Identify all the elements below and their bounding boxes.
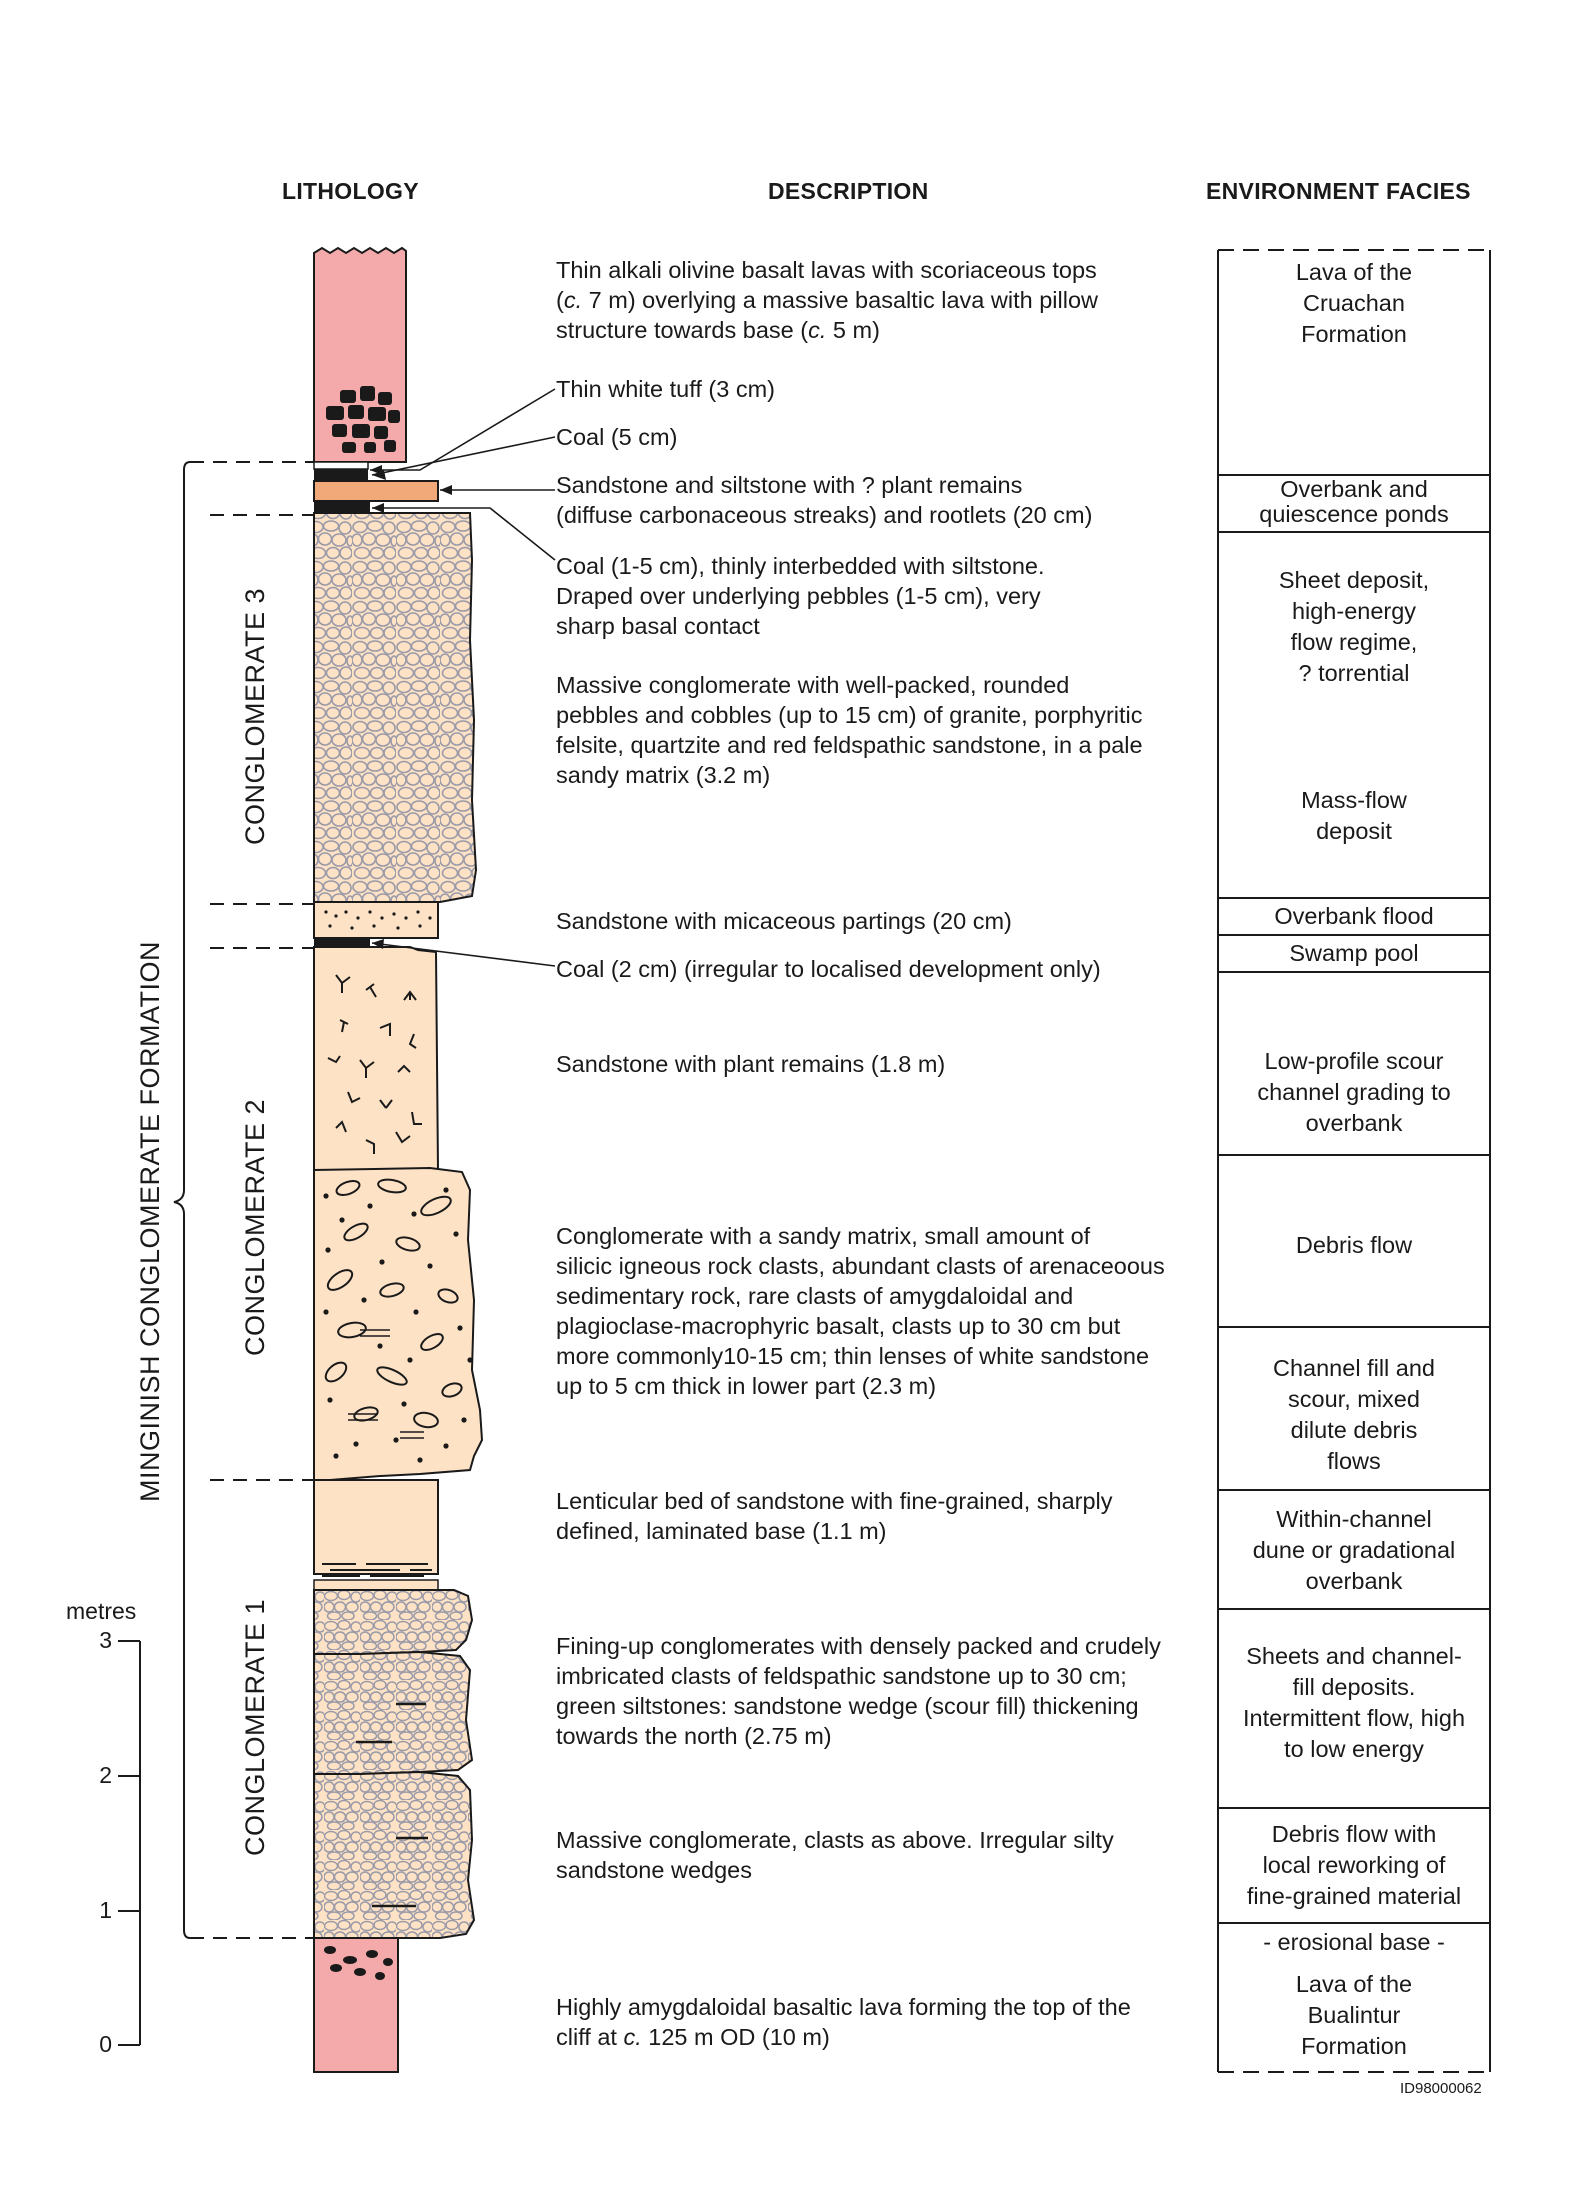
desc-coal-5cm: Coal (5 cm) <box>556 424 678 450</box>
environment-column <box>1217 249 1491 2073</box>
env-sheets-channel: Sheets and channel- fill deposits. Inter… <box>1242 1643 1466 1762</box>
conglomerate-3-label: CONGLOMERATE 3 <box>240 587 270 845</box>
formation-brace <box>173 461 191 1939</box>
lenticular-sandstone-bed <box>313 1479 439 1575</box>
desc-massive-conglomerate-2: Massive conglomerate, clasts as above. I… <box>556 1827 1114 1883</box>
micaceous-dots <box>324 910 432 930</box>
environment-header: ENVIRONMENT FACIES <box>1206 178 1471 204</box>
coal-5cm-bed <box>314 469 368 481</box>
lithology-header: LITHOLOGY <box>282 178 419 204</box>
env-cruachan: Lava of the Cruachan Formation <box>1295 259 1413 347</box>
env-debris-flow: Debris flow <box>1295 1232 1413 1258</box>
laminated-base <box>322 1563 432 1577</box>
env-overbank-ponds: Overbank and quiescence ponds <box>1259 476 1449 527</box>
env-scour-channel: Low-profile scour channel grading to ove… <box>1257 1048 1451 1136</box>
desc-amygdaloidal: Highly amygdaloidal basaltic lava formin… <box>556 1994 1131 2050</box>
fining-up-conglomerate-lower <box>313 1650 474 1775</box>
coal-2cm-bed <box>314 938 370 947</box>
env-channel-fill: Channel fill and scour, mixed dilute deb… <box>1273 1355 1435 1474</box>
siltstone-wedges-lower <box>372 1836 428 1908</box>
env-swamp-pool: Swamp pool <box>1289 940 1419 966</box>
unit-boundaries <box>190 461 314 1939</box>
amygdale-symbols <box>324 1946 393 1980</box>
desc-tuff: Thin white tuff (3 cm) <box>556 376 775 402</box>
env-overbank-flood: Overbank flood <box>1274 903 1434 929</box>
siltstone-wedges-upper <box>356 1702 426 1744</box>
micaceous-sandstone-bed <box>313 901 439 939</box>
orange-sandstone-bed <box>313 480 439 502</box>
desc-coal-2cm: Coal (2 cm) (irregular to localised deve… <box>556 956 1101 982</box>
leader-lines <box>370 388 556 967</box>
desc-top-lava: Thin alkali olivine basalt lavas with sc… <box>556 257 1098 343</box>
scale-tick-2: 2 <box>99 1762 112 1788</box>
desc-lenticular: Lenticular bed of sandstone with fine-gr… <box>556 1488 1113 1544</box>
scale-unit-label: metres <box>66 1598 137 1624</box>
env-mass-flow: Mass-flow deposit <box>1301 787 1407 844</box>
sandy-conglomerate-bed <box>313 1166 484 1481</box>
env-debris-rework: Debris flow with local reworking of fine… <box>1246 1821 1462 1909</box>
scale-tick-3: 3 <box>99 1627 112 1653</box>
desc-fining-up: Fining-up conglomerates with densely pac… <box>556 1633 1161 1749</box>
scoria-blocks <box>326 386 400 453</box>
plant-sandstone-bed <box>313 946 440 1171</box>
white-tuff-bed <box>313 461 369 470</box>
env-within-channel: Within-channel dune or gradational overb… <box>1252 1506 1456 1594</box>
desc-micaceous: Sandstone with micaceous partings (20 cm… <box>556 908 1012 934</box>
desc-coal-thin: Coal (1-5 cm), thinly interbedded with s… <box>556 553 1045 639</box>
env-sheet-deposit: Sheet deposit, high-energy flow regime, … <box>1278 567 1430 686</box>
formation-label: MINGINISH CONGLOMERATE FORMATION <box>135 940 165 1502</box>
desc-sandstone-plant-2: Sandstone with plant remains (1.8 m) <box>556 1051 946 1077</box>
coal-thin-bed <box>314 501 370 513</box>
env-erosional-base: - erosional base - <box>1263 1929 1445 1955</box>
sand-grain-dots <box>323 1187 473 1463</box>
white-sandstone-lenses <box>348 1329 424 1439</box>
scale-tick-1: 1 <box>99 1897 112 1923</box>
desc-sandstone-plant: Sandstone and siltstone with ? plant rem… <box>556 472 1093 528</box>
lamina-band <box>313 1579 439 1591</box>
conglomerate-3-bed <box>313 512 478 903</box>
massive-conglomerate-lower <box>313 1770 476 1939</box>
scale-tick-0: 0 <box>99 2031 112 2057</box>
desc-sandy-conglomerate: Conglomerate with a sandy matrix, small … <box>556 1223 1165 1399</box>
figure-id: ID98000062 <box>1400 2080 1482 2097</box>
plant-remains-symbols <box>327 974 422 1154</box>
desc-massive-conglomerate: Massive conglomerate with well-packed, r… <box>556 672 1143 788</box>
conglomerate-1-label: CONGLOMERATE 1 <box>240 1598 270 1856</box>
fining-up-conglomerate-upper <box>313 1589 474 1655</box>
clast-ellipses <box>324 1178 463 1429</box>
description-header: DESCRIPTION <box>768 178 929 204</box>
env-bualintur: Lava of the Bualintur Formation <box>1295 1971 1413 2059</box>
conglomerate-2-label: CONGLOMERATE 2 <box>240 1098 270 1356</box>
scale-bar <box>118 1640 141 2046</box>
leader-arrowheads <box>370 465 452 949</box>
